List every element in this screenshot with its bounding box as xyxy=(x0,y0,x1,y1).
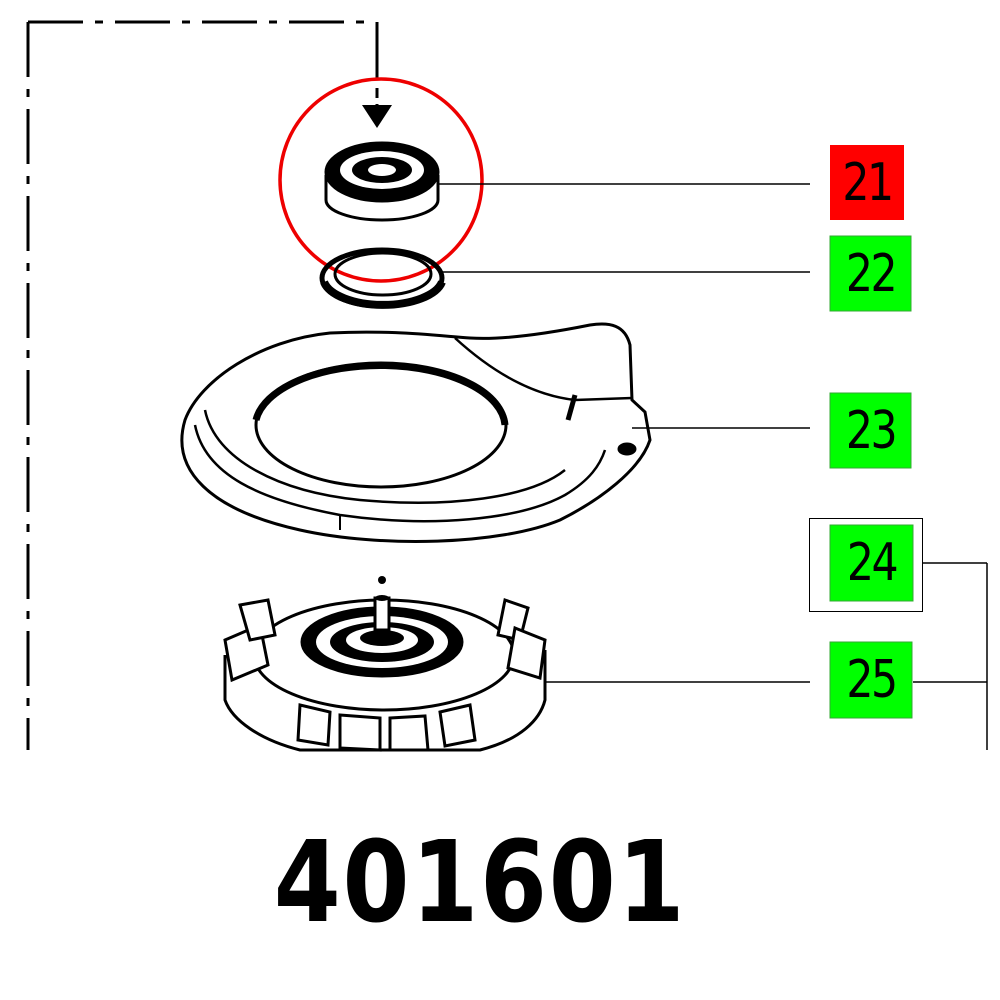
callout-label-23[interactable]: 23 xyxy=(845,400,898,461)
highlight-circle xyxy=(278,77,484,283)
guard-part-23 xyxy=(180,322,652,543)
callout-box-25 xyxy=(829,641,913,719)
part-number: 401601 xyxy=(273,818,687,948)
callout-label-24[interactable]: 24 xyxy=(846,533,899,593)
callout-box-23 xyxy=(829,392,912,469)
callout-box-21 xyxy=(830,145,904,220)
callout-label-25[interactable]: 25 xyxy=(846,650,898,710)
group-outline-24 xyxy=(809,518,923,612)
leader-lines xyxy=(438,183,988,750)
callout-label-22[interactable]: 22 xyxy=(845,243,898,304)
fan-part-25 xyxy=(223,576,547,752)
bearing-part-21 xyxy=(324,141,440,222)
ring-part-22 xyxy=(319,247,446,309)
callout-label-21[interactable]: 21 xyxy=(842,152,894,213)
callout-box-22 xyxy=(829,235,912,312)
arrow-down-icon xyxy=(362,105,392,128)
callout-box-24 xyxy=(829,524,914,602)
